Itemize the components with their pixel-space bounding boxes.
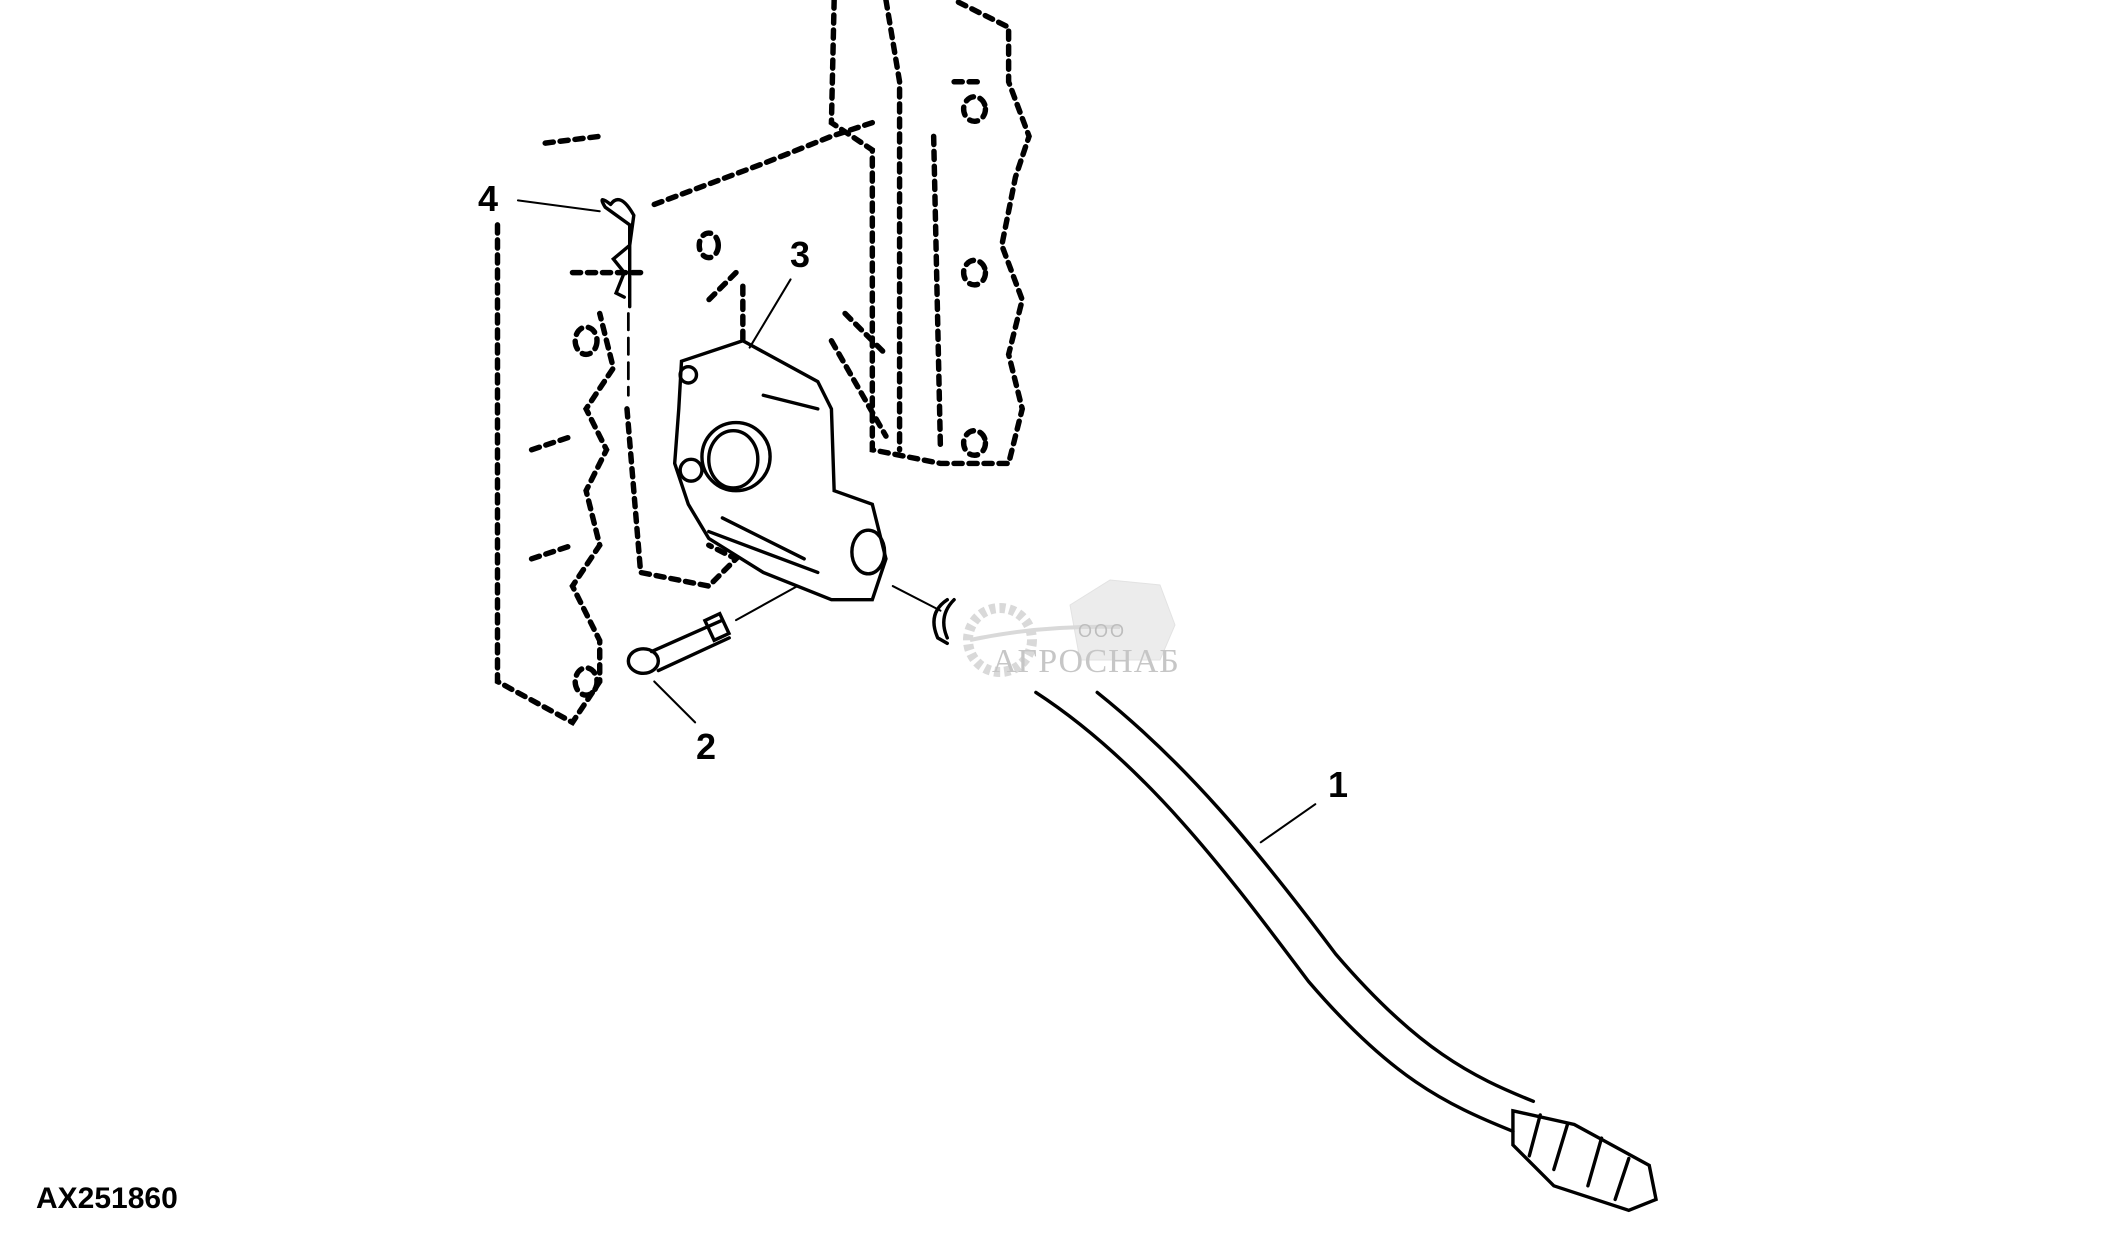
callout-3: 3 — [790, 234, 811, 275]
hose-part-1 — [1034, 690, 1658, 1213]
valve-housing-part-3 — [672, 338, 888, 602]
figure-id: AX251860 — [36, 1182, 178, 1215]
leader-lines — [516, 199, 1317, 844]
o-ring — [891, 585, 956, 646]
frame-hidden-lines — [494, 0, 1032, 726]
watermark-logo: ООО АГРОСНАБ — [960, 565, 1190, 685]
callout-2: 2 — [696, 726, 717, 767]
watermark-name: АГРОСНАБ — [992, 643, 1180, 680]
pin-part-2 — [626, 585, 799, 676]
callout-1: 1 — [1328, 764, 1349, 805]
watermark-prefix: ООО — [1078, 621, 1127, 641]
combine-gear-icon — [963, 579, 1176, 677]
callout-4: 4 — [478, 178, 499, 219]
spring-clip-part-4 — [600, 197, 636, 397]
